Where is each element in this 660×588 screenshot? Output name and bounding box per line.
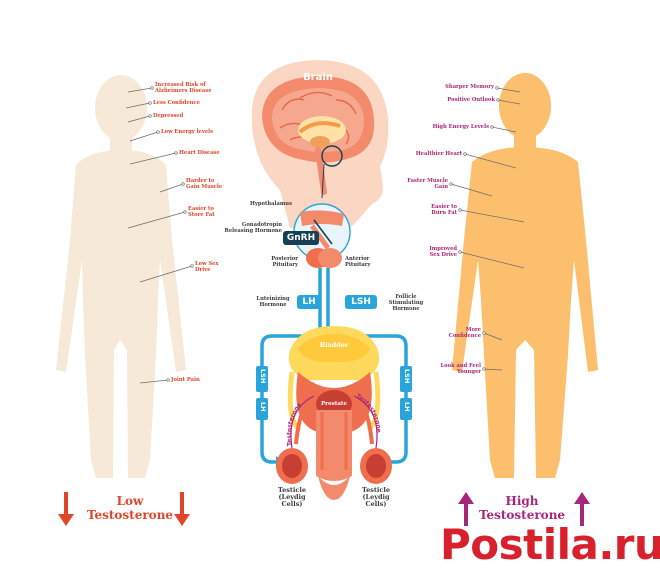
label-prostate: Prostate <box>321 401 347 407</box>
label-alzheimers: Increased Risk of Alzheimers Disease <box>155 82 212 94</box>
label-low-sex-drive: Low Sex Drive <box>195 261 219 273</box>
label-depressed: Depressed <box>153 113 184 119</box>
brain-title: Brain <box>303 72 333 83</box>
vertical-tag-boxes <box>256 366 412 420</box>
label-more-confidence: More Confidence <box>448 327 481 339</box>
label-heart-disease: Heart Disease <box>179 150 220 156</box>
label-follicle: Follicle Stimulating Hormone <box>388 294 424 312</box>
tag-lh: LH <box>297 295 321 309</box>
label-joint-pain: Joint Pain <box>171 377 200 383</box>
vtag-lh-right: LH <box>403 402 411 412</box>
label-anterior-pituitary: Anterior Pituitary <box>345 256 371 268</box>
low-testosterone-silhouette <box>56 75 186 478</box>
right-leader-lines <box>449 86 525 371</box>
label-hypothalamus: Hypothalamus <box>249 201 292 207</box>
label-harder-gain-muscle: Harder to Gain Muscle <box>186 178 223 190</box>
low-arrows <box>58 492 190 526</box>
label-faster-muscle-gain: Faster Muscle Gain <box>407 178 448 190</box>
high-title-line2: Testosterone <box>478 508 566 522</box>
head-brain-illustration <box>251 60 389 230</box>
testosterone-curves <box>290 395 378 449</box>
low-title-line2: Testosterone <box>86 508 174 522</box>
watermark-text: Postila.ru <box>440 520 660 569</box>
label-improved-sex-drive: Improved Sex Drive <box>429 246 457 258</box>
label-posterior-pituitary: Posterior Pituitary <box>271 256 298 268</box>
label-testicle-right: Testicle (Leydig Cells) <box>362 486 390 508</box>
high-testosterone-title: High Testosterone <box>472 494 572 522</box>
label-positive-outlook: Positive Outlook <box>447 97 495 103</box>
label-testicle-left: Testicle (Leydig Cells) <box>278 486 306 508</box>
high-title-line1: High <box>505 494 539 508</box>
vtag-lsh-left: LSH <box>259 369 267 384</box>
label-low-energy: Low Energy levels <box>161 129 214 135</box>
tag-gnrh: GnRH <box>283 231 319 245</box>
label-high-energy: High Energy Levels <box>432 124 489 130</box>
pituitary-zoom <box>293 203 351 268</box>
label-easier-store-fat: Easier to Store Fat <box>188 206 215 218</box>
label-healthier-heart: Healthier Heart <box>415 151 462 157</box>
label-easier-burn-fat: Easier to Burn Fat <box>431 204 457 216</box>
vtag-lsh-right: LSH <box>403 369 411 384</box>
high-arrows <box>458 492 590 526</box>
vtag-lh-left: LH <box>259 402 267 412</box>
reproductive-illustration <box>276 326 392 500</box>
label-sharper-memory: Sharper Memory <box>445 84 494 90</box>
label-bladder: Bladder <box>319 341 349 349</box>
left-leader-lines <box>125 86 194 384</box>
tag-lsh: LSH <box>345 295 377 309</box>
label-gonadotropin: Gonadotropin Releasing Hormone <box>224 222 282 234</box>
low-testosterone-title: Low Testosterone <box>80 494 180 522</box>
label-look-feel-younger: Look and Feel Younger <box>440 363 481 375</box>
label-less-confidence: Less Confidence <box>153 100 200 106</box>
low-title-line1: Low <box>116 494 144 508</box>
label-luteinizing: Luteinizing Hormone <box>256 296 290 308</box>
high-testosterone-silhouette <box>452 73 598 478</box>
